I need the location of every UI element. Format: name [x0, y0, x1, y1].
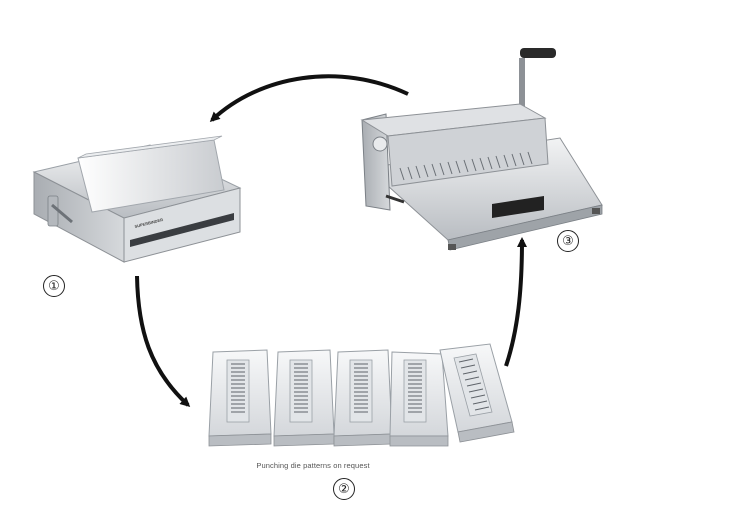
step-marker-3: ③ [557, 230, 579, 252]
step-marker-2: ② [333, 478, 355, 500]
arrow-3-to-1 [209, 74, 409, 123]
die-cassette-icon [273, 349, 335, 447]
die-caption: Punching die patterns on request [256, 461, 370, 470]
die-cassette-icon [208, 349, 272, 447]
die-cassette-icon [333, 349, 393, 447]
binding-machine-icon [360, 48, 603, 251]
die-cassette-icon [439, 343, 515, 443]
brand-label: SUPERBINDER [134, 217, 164, 229]
step-marker-1: ① [43, 275, 65, 297]
arrow-1-to-2 [135, 275, 191, 408]
die-cassette-icon [389, 351, 449, 447]
punch-machine-icon: SUPERBINDER [32, 135, 242, 263]
die-cassette-group [208, 343, 515, 447]
arrow-2-to-3 [504, 237, 527, 367]
